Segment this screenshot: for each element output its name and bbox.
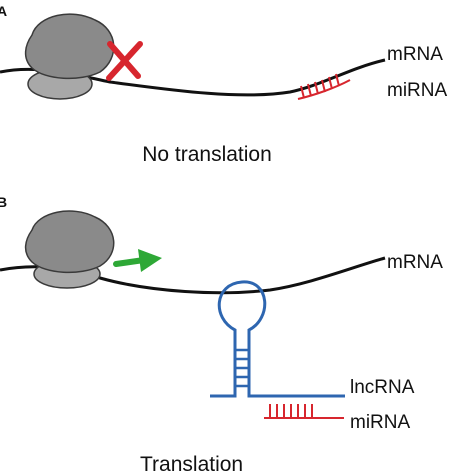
panel-b-ribosome-icon (24, 210, 115, 289)
panel-a-ribosome-icon (24, 13, 115, 100)
panel-b-letter: B (0, 194, 7, 210)
panel-b-lncrna-label: lncRNA (350, 377, 415, 398)
panel-b-mirna-comb-icon (264, 404, 344, 419)
panel-b: B mRNA lncRNA miRNA Translation (0, 194, 443, 474)
panel-a-mirna-label: miRNA (387, 80, 447, 101)
panel-a-mrna-label: mRNA (387, 44, 443, 65)
panel-a-letter: A (0, 3, 7, 19)
panel-b-caption: Translation (140, 453, 243, 474)
panel-b-mrna-label: mRNA (387, 252, 443, 273)
panel-b-mirna-label: miRNA (350, 412, 410, 433)
panel-a: A mRNA miRNA No translation (0, 3, 447, 166)
panel-b-lncrna-hairpin-icon (210, 280, 345, 398)
panel-a-mirna-comb-icon (297, 73, 351, 100)
panel-b-proceed-arrow-icon (113, 249, 162, 272)
panel-a-blocked-x-icon (106, 41, 143, 81)
panel-a-caption: No translation (142, 143, 272, 166)
